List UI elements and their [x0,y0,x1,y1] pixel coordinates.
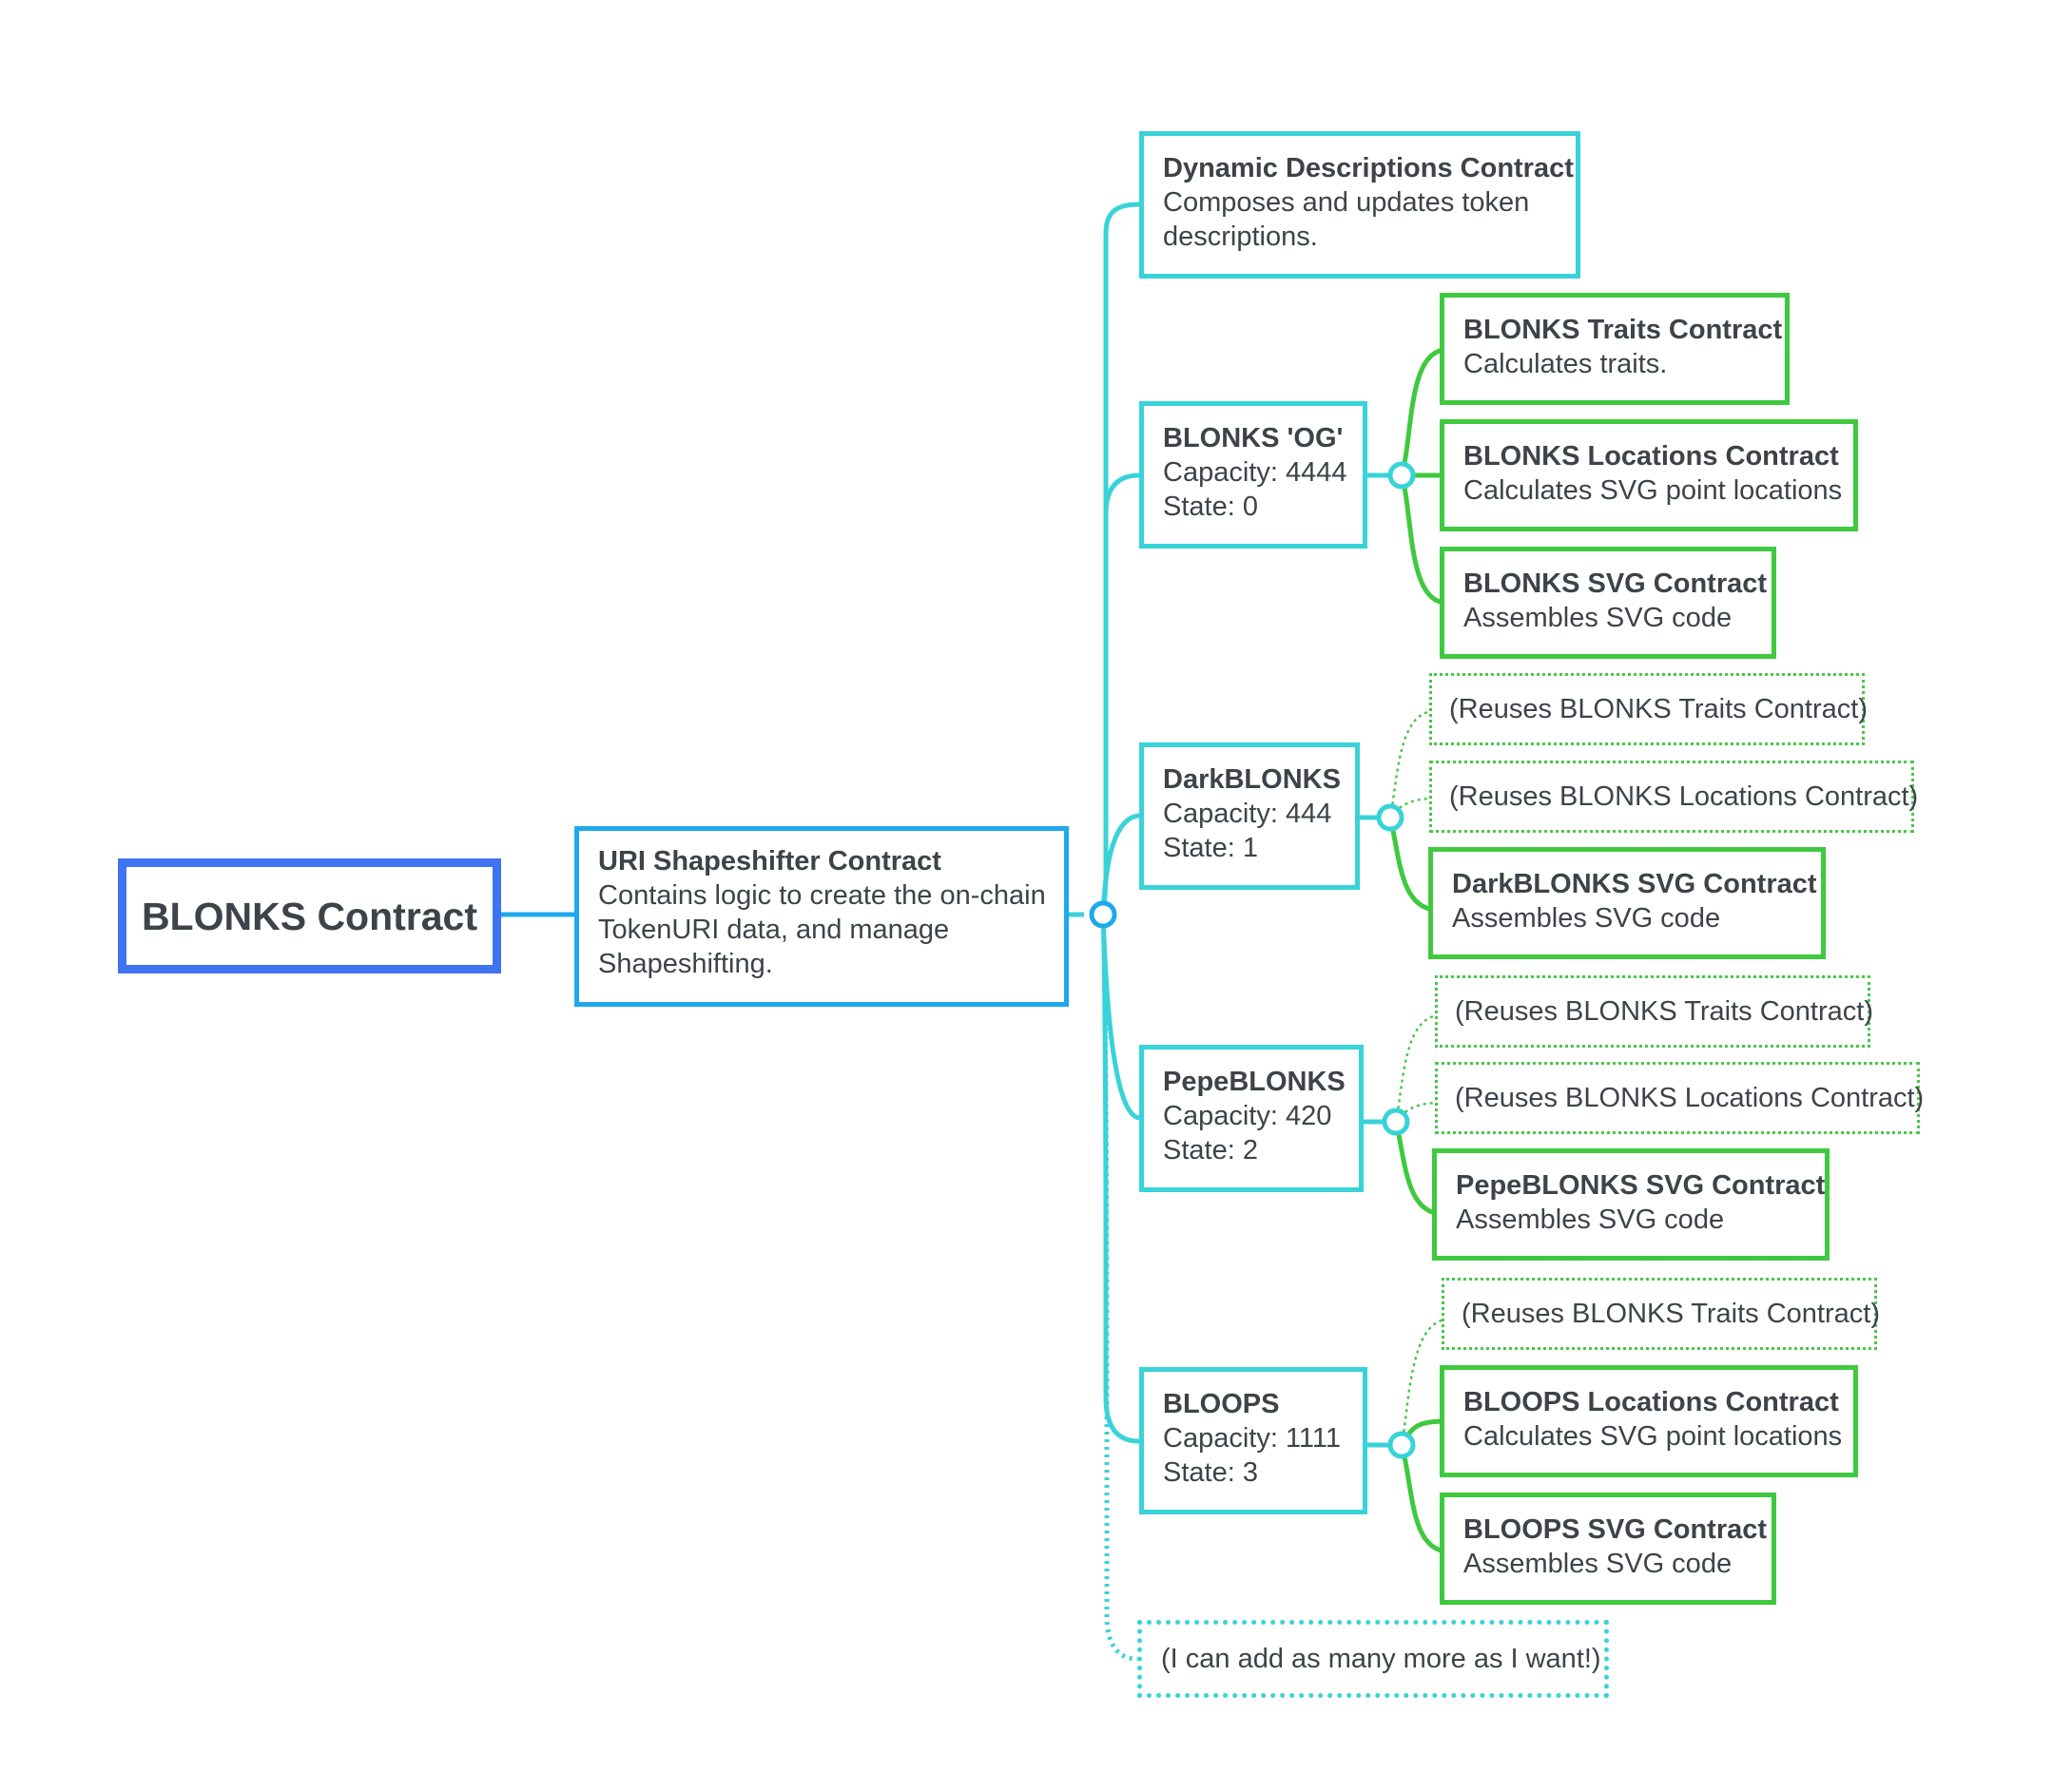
dark-junction-icon [1376,803,1404,832]
dark-title: DarkBLONKS [1163,764,1341,795]
connector-dark-reuse-traits [1388,709,1435,819]
connector-to-more [1100,914,1138,1662]
connector-bloops-svg [1399,1444,1448,1554]
dark-svg-node[interactable]: DarkBLONKS SVG Contract Assembles SVG co… [1428,847,1826,959]
connector-fan-level2 [1100,202,1140,1662]
dark-reuse-locations-node[interactable]: (Reuses BLONKS Locations Contract) [1429,761,1918,833]
og-traits-node[interactable]: BLONKS Traits Contract Calculates traits… [1440,293,1790,405]
connector-to-dynamic [1100,202,1140,915]
bloops-reuse-traits-node[interactable]: (Reuses BLONKS Traits Contract) [1442,1278,1880,1350]
og-state: State: 0 [1163,491,1258,522]
dark-capacity: Capacity: 444 [1163,799,1332,829]
dark-reuse-traits-label: (Reuses BLONKS Traits Contract) [1449,694,1868,724]
pepe-reuse-traits-node[interactable]: (Reuses BLONKS Traits Contract) [1435,975,1873,1048]
bloops-capacity: Capacity: 1111 [1163,1423,1341,1454]
og-traits-title: BLONKS Traits Contract [1463,315,1783,345]
dynamic-title: Dynamic Descriptions Contract [1163,153,1574,183]
bloops-junction-icon [1387,1431,1416,1459]
bloops-svg-title: BLOOPS SVG Contract [1463,1514,1768,1545]
og-locations-title: BLONKS Locations Contract [1463,441,1839,472]
dynamic-description: Composes and updates token descriptions. [1163,187,1530,252]
pepe-reuse-locations-label: (Reuses BLONKS Locations Contract) [1455,1083,1925,1113]
pepe-junction-icon [1382,1108,1410,1136]
hub-description: Contains logic to create the on-chain To… [598,880,1046,979]
hub-junction-icon [1089,900,1117,929]
bloops-locations-description: Calculates SVG point locations [1463,1421,1843,1452]
dark-reuse-locations-label: (Reuses BLONKS Locations Contract) [1449,781,1919,812]
og-locations-description: Calculates SVG point locations [1463,475,1843,506]
connector-bloops-reuse-traits [1400,1318,1448,1446]
dark-state: State: 1 [1163,833,1258,863]
connector-pepe-reuse-traits [1394,1013,1441,1123]
pepe-svg-description: Assembles SVG code [1456,1204,1725,1235]
pepe-state: State: 2 [1163,1135,1258,1166]
og-capacity: Capacity: 4444 [1163,457,1347,488]
pepe-capacity: Capacity: 420 [1163,1101,1332,1131]
bloops-locations-node[interactable]: BLOOPS Locations Contract Calculates SVG… [1440,1365,1858,1477]
bloops-locations-title: BLOOPS Locations Contract [1463,1387,1839,1417]
dark-svg-title: DarkBLONKS SVG Contract [1452,869,1817,899]
og-title: BLONKS 'OG' [1163,423,1344,453]
pepe-reuse-locations-node[interactable]: (Reuses BLONKS Locations Contract) [1435,1062,1924,1134]
add-more-label: (I can add as many more as I want!) [1161,1644,1601,1674]
bloops-state: State: 3 [1163,1457,1258,1488]
pepe-svg-title: PepeBLONKS SVG Contract [1456,1170,1826,1201]
og-svg-node[interactable]: BLONKS SVG Contract Assembles SVG code [1440,547,1776,659]
og-node[interactable]: BLONKS 'OG' Capacity: 4444 State: 0 [1139,401,1367,549]
bloops-svg-description: Assembles SVG code [1463,1549,1733,1579]
pepe-reuse-traits-label: (Reuses BLONKS Traits Contract) [1455,996,1873,1027]
connector-og-svg [1399,474,1446,606]
dark-reuse-traits-node[interactable]: (Reuses BLONKS Traits Contract) [1429,673,1868,745]
hub-node[interactable]: URI Shapeshifter Contract Contains logic… [574,826,1069,1007]
connector-fan-pepe-reuse [1394,1013,1441,1123]
root-node[interactable]: BLONKS Contract [118,858,501,973]
dark-svg-description: Assembles SVG code [1452,903,1721,934]
pepe-title: PepeBLONKS [1163,1067,1346,1097]
og-junction-icon [1387,461,1416,490]
hub-title: URI Shapeshifter Contract [598,846,941,877]
add-more-node[interactable]: (I can add as many more as I want!) [1137,1620,1609,1698]
bloops-title: BLOOPS [1163,1389,1280,1419]
root-title: BLONKS Contract [141,894,478,938]
bloops-reuse-traits-label: (Reuses BLONKS Traits Contract) [1462,1299,1880,1329]
og-svg-description: Assembles SVG code [1463,603,1733,633]
bloops-node[interactable]: BLOOPS Capacity: 1111 State: 3 [1139,1367,1367,1514]
og-svg-title: BLONKS SVG Contract [1463,568,1768,599]
dark-node[interactable]: DarkBLONKS Capacity: 444 State: 1 [1139,742,1360,890]
connector-to-dark [1100,813,1140,915]
pepe-svg-node[interactable]: PepeBLONKS SVG Contract Assembles SVG co… [1432,1148,1830,1261]
og-traits-description: Calculates traits. [1463,349,1668,379]
connector-to-pepe [1100,914,1140,1121]
connector-fan-dark-reuse [1388,709,1435,819]
pepe-node[interactable]: PepeBLONKS Capacity: 420 State: 2 [1139,1045,1364,1192]
dynamic-descriptions-node[interactable]: Dynamic Descriptions Contract Composes a… [1139,131,1580,279]
connector-og-traits [1399,347,1446,476]
og-locations-node[interactable]: BLONKS Locations Contract Calculates SVG… [1440,419,1858,531]
connector-to-og [1103,472,1140,514]
bloops-svg-node[interactable]: BLOOPS SVG Contract Assembles SVG code [1440,1493,1776,1605]
